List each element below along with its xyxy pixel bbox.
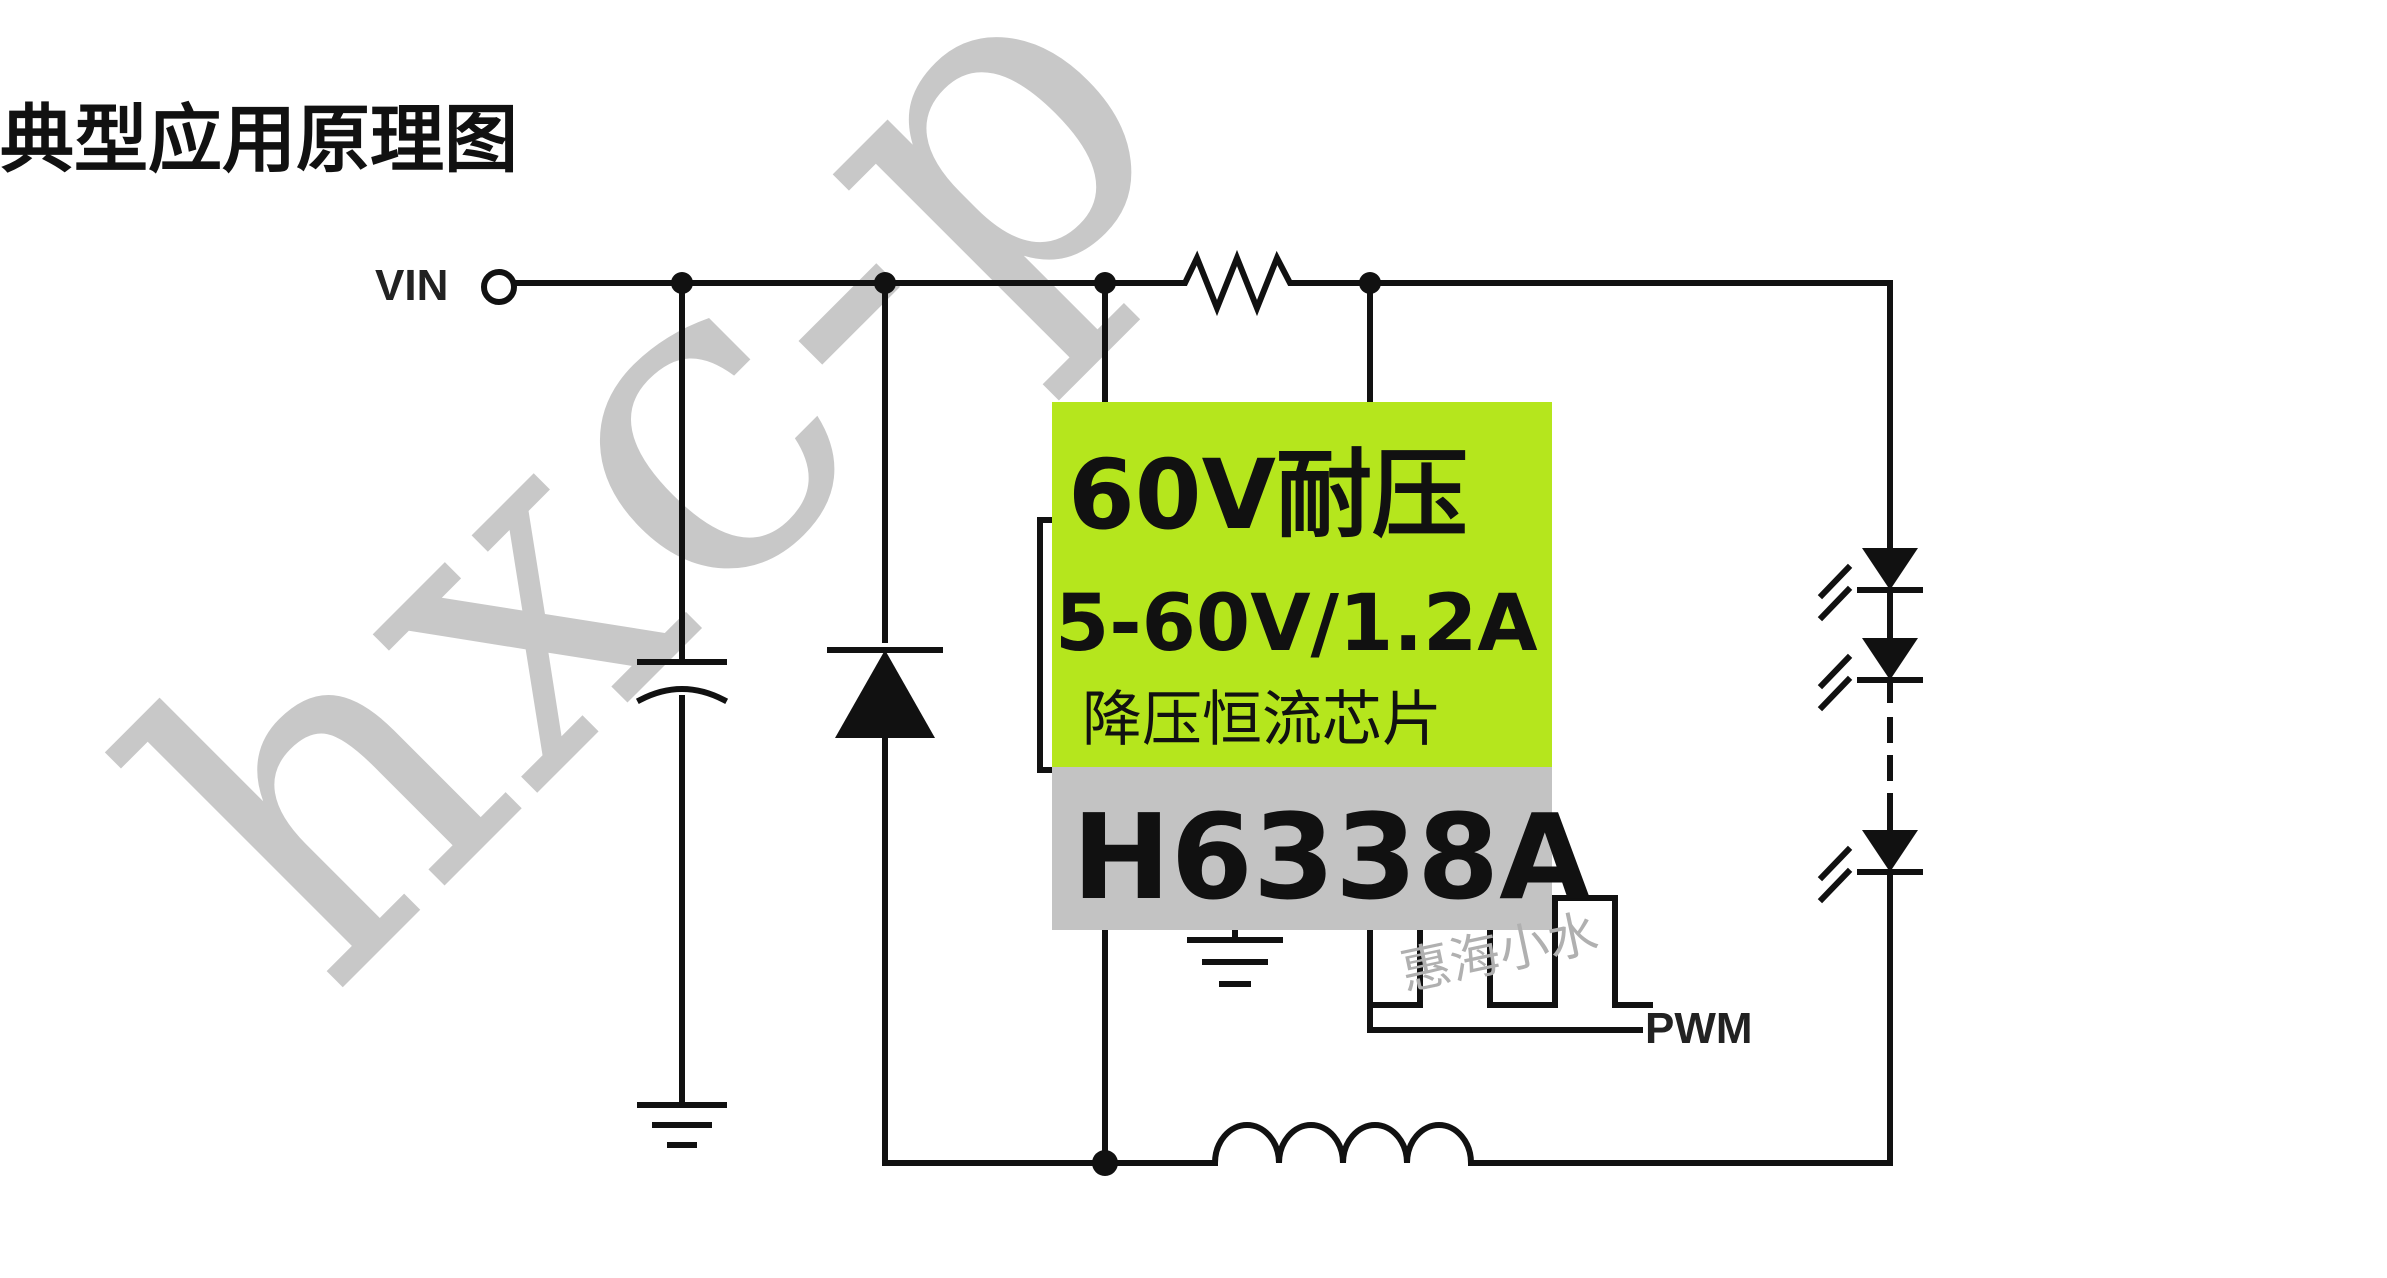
capacitor-icon [635,659,729,705]
diode-icon [827,647,943,738]
wires [511,280,1893,1166]
vin-terminal [481,269,517,305]
resistor-icon [1167,249,1303,317]
inductor-icon [1207,1122,1483,1166]
chip-function: 降压恒流芯片 [1082,685,1442,755]
led-icon [1817,830,1923,904]
pwm-label: PWM [1645,1004,1753,1053]
chip-green-panel [1052,402,1552,767]
led-icon [1817,638,1923,712]
chip-range: 5-60V/1.2A [1055,579,1538,669]
chip-voltage-headline: 60V耐压 [1068,439,1468,551]
led-icon [1817,548,1923,622]
junctions [671,272,1381,1176]
page-title: 典型应用原理图 [0,97,518,183]
ground-icon [637,1102,727,1148]
vin-label: VIN [375,261,448,310]
chip-ground-icon [1187,937,1283,987]
chip-label-panel: 60V耐压 5-60V/1.2A 降压恒流芯片 H6338A [1052,402,1591,930]
chip-gray-panel [1052,767,1552,930]
chip-part-number: H6338A [1072,788,1591,926]
